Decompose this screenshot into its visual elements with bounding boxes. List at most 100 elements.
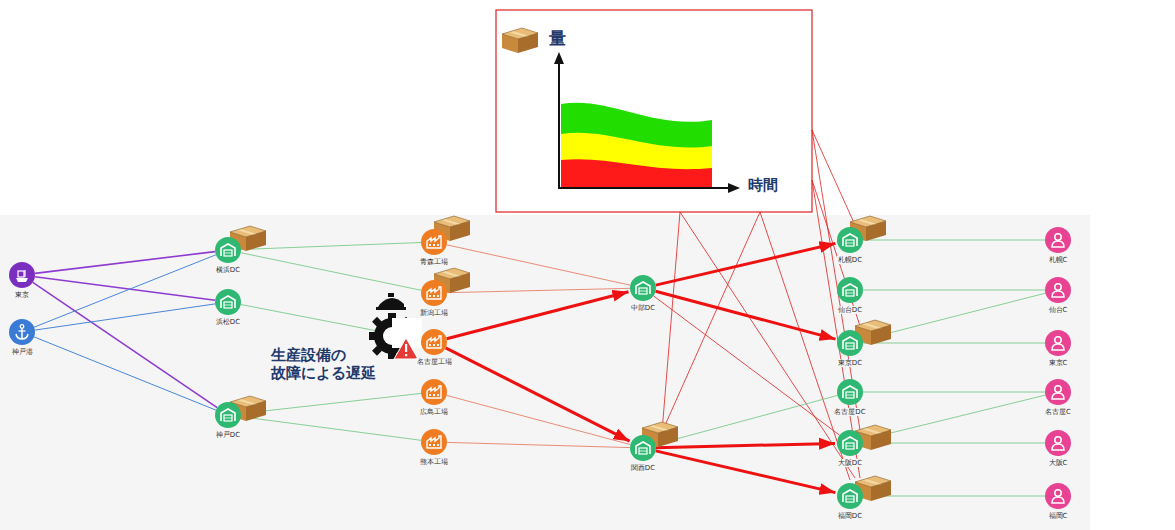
node-label: 新潟工場 — [419, 309, 449, 317]
connector — [35, 252, 215, 274]
node-label: 札幌C — [1048, 256, 1069, 264]
box-icon — [502, 28, 538, 53]
port-node: 神戸港 — [9, 319, 35, 345]
node-label: 名古屋工場 — [416, 358, 453, 366]
connector — [656, 243, 836, 285]
dc-node: 東京DC — [837, 330, 863, 356]
dc-node: 福岡DC — [837, 483, 863, 509]
node-label: 東京 — [14, 291, 30, 299]
dc-node: 名古屋DC — [837, 379, 863, 405]
dc-node: 仙台DC — [837, 277, 863, 303]
node-icon — [215, 237, 241, 263]
node-label: 福岡C — [1048, 512, 1069, 520]
fac-node: 熊本工場 — [421, 429, 447, 455]
connector — [653, 296, 839, 435]
text-label: 生産設備の 故障による遅延 — [271, 346, 389, 382]
dc-node: 中部DC — [630, 275, 656, 301]
node-icon — [837, 227, 863, 253]
connector — [447, 245, 631, 285]
connector — [447, 288, 630, 292]
dc-node: 札幌DC — [837, 227, 863, 253]
node-icon — [421, 429, 447, 455]
fac-node: 広島工場 — [421, 379, 447, 405]
gear-helmet-icon — [369, 293, 422, 359]
inset-frame — [496, 10, 812, 212]
cust-node: 札幌C — [1045, 227, 1071, 253]
connector — [656, 291, 836, 339]
connector — [35, 277, 215, 301]
node-icon — [630, 435, 656, 461]
node-label: 大阪DC — [837, 459, 863, 467]
connector — [446, 348, 630, 441]
connector — [241, 393, 421, 413]
connector — [241, 243, 421, 250]
fac-node: 新潟工場 — [421, 280, 447, 306]
cust-node: 仙台C — [1045, 277, 1071, 303]
node-icon — [1045, 330, 1071, 356]
connector — [447, 292, 629, 339]
node-label: 中部DC — [630, 304, 656, 312]
node-label: 青森工場 — [419, 258, 449, 266]
node-icon — [421, 229, 447, 255]
ground — [0, 215, 1090, 530]
warning-icon — [394, 338, 418, 359]
dc-node: 関西DC — [630, 435, 656, 461]
node-icon — [1045, 379, 1071, 405]
dc-node: 横浜DC — [215, 237, 241, 263]
node-label: 熊本工場 — [419, 458, 449, 466]
connector — [656, 443, 835, 447]
node-label: 福岡DC — [837, 512, 863, 520]
node-label: 神戸港 — [11, 348, 34, 356]
connector — [447, 442, 630, 447]
node-label: 仙台DC — [837, 306, 863, 314]
dc-node: 大阪DC — [837, 430, 863, 456]
connector — [35, 304, 215, 330]
node-icon — [421, 329, 447, 355]
connector — [34, 337, 216, 410]
inset-chart — [554, 52, 740, 193]
node-icon — [1045, 277, 1071, 303]
node-icon — [215, 402, 241, 428]
node-label: 名古屋C — [1044, 408, 1072, 416]
connector — [863, 496, 1045, 497]
connector — [33, 282, 217, 407]
cust-node: 福岡C — [1045, 483, 1071, 509]
node-icon — [9, 319, 35, 345]
connector — [863, 392, 1045, 393]
node-label: 東京DC — [837, 359, 863, 367]
cust-node: 大阪C — [1045, 430, 1071, 456]
node-label: 東京C — [1048, 359, 1069, 367]
node-icon — [837, 430, 863, 456]
connector — [656, 395, 838, 444]
node-icon — [421, 379, 447, 405]
ship-node: 東京 — [9, 262, 35, 288]
connector — [863, 240, 1045, 241]
node-icon — [630, 275, 656, 301]
node-icon — [1045, 483, 1071, 509]
connector — [241, 417, 421, 441]
node-label: 関西DC — [630, 464, 656, 472]
node-icon — [1045, 227, 1071, 253]
node-icon — [9, 262, 35, 288]
node-icon — [1045, 430, 1071, 456]
node-label: 横浜DC — [215, 266, 241, 274]
cust-node: 名古屋C — [1045, 379, 1071, 405]
node-label: 名古屋DC — [833, 408, 866, 416]
connector — [447, 395, 631, 444]
node-label: 神戸DC — [215, 431, 241, 439]
node-icon — [837, 277, 863, 303]
text-label: 時間 — [748, 176, 778, 194]
box-icons — [230, 216, 891, 501]
connector — [34, 255, 216, 327]
node-label: 札幌DC — [837, 256, 863, 264]
node-icon — [421, 280, 447, 306]
connector — [863, 343, 1045, 344]
node-icon — [837, 379, 863, 405]
node-icon — [215, 289, 241, 315]
node-icon — [837, 483, 863, 509]
dc-node: 浜松DC — [215, 289, 241, 315]
fac-node: 名古屋工場 — [421, 329, 447, 355]
connector — [241, 253, 422, 291]
